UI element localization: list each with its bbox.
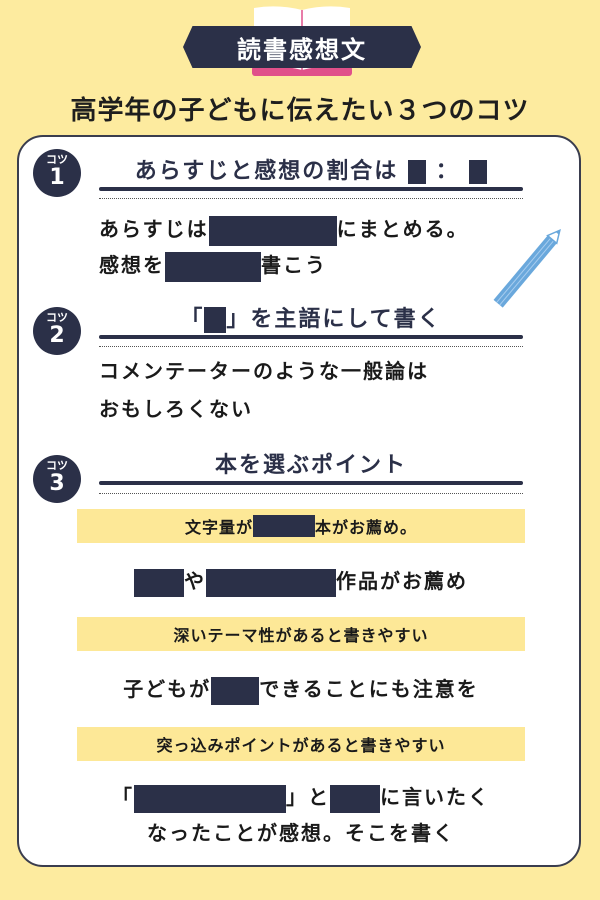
redacted-blank (204, 307, 227, 333)
highlight-bar-2: 深いテーマ性があると書きやすい (77, 617, 525, 651)
text: 「 (112, 785, 134, 809)
tip-3-title: 本を選ぶポイント (214, 453, 407, 478)
tip-number: 2 (49, 323, 65, 348)
highlight-bar-1: 文字量が 本がお薦め。 (77, 509, 525, 543)
point-3-line-2: なったことが感想。そこを書く (147, 821, 455, 845)
text: に言いたく (380, 785, 490, 809)
highlight-bar-3: 突っ込みポイントがあると書きやすい (77, 727, 525, 761)
redacted-blank (165, 251, 261, 282)
text: 感想を (99, 253, 165, 277)
title-badge: 読書感想文 (0, 0, 600, 80)
tip-1-line-2: 感想を 書こう (99, 249, 327, 282)
redacted-blank (134, 568, 184, 597)
text: にまとめる。 (336, 217, 469, 241)
tip-1-title-text: あらすじと感想の割合は (134, 159, 399, 184)
tip-number: 3 (49, 471, 65, 496)
dotted-divider (99, 493, 523, 494)
pencil-icon (493, 228, 561, 308)
dotted-divider (99, 346, 523, 347)
text: あらすじは (99, 217, 209, 241)
dotted-divider (99, 198, 523, 199)
tip-2-line-1: コメンテーターのような一般論は (99, 359, 429, 383)
redacted-blank (407, 160, 426, 184)
text: 子どもが (123, 677, 212, 701)
bracket-open: 「 (180, 307, 205, 332)
page-title: 高学年の子どもに伝えたい３つのコツ (70, 96, 530, 126)
ratio-separator: ： (435, 159, 460, 184)
point-3-line-1: 「 」と に言いたく (19, 781, 583, 813)
redacted-blank (211, 676, 260, 705)
point-1-line: や 作品がお薦め (19, 565, 583, 597)
divider (99, 187, 523, 191)
point-2-line: 子どもが できることにも注意を (19, 673, 583, 705)
badge-title: 読書感想文 (183, 26, 421, 68)
tip-1-badge: コツ 1 (33, 149, 81, 197)
tip-2-badge: コツ 2 (33, 307, 81, 355)
text: できることにも注意を (259, 677, 479, 701)
tip-1-line-1: あらすじは にまとめる。 (99, 213, 469, 246)
redacted-blank (253, 515, 315, 537)
text: 文字量が (184, 518, 253, 537)
tip-2-line-2: おもしろくない (99, 397, 253, 421)
divider (99, 335, 523, 339)
tip-3-badge: コツ 3 (33, 455, 81, 503)
tip-label: コツ (46, 153, 68, 166)
text: 作品がお薦め (336, 569, 468, 593)
redacted-blank (134, 784, 286, 813)
text: や (184, 569, 206, 593)
tip-2-title: 「」を主語にして書く (99, 301, 523, 333)
redacted-blank (330, 784, 380, 813)
divider (99, 481, 523, 485)
tips-card: コツ 1 あらすじと感想の割合は ： あらすじは にまとめる。 感想を 書こう コツ… (17, 135, 581, 867)
tip-label: コツ (46, 459, 68, 472)
tip-1-title: あらすじと感想の割合は ： (99, 153, 523, 185)
redacted-blank (206, 568, 336, 597)
tip-number: 1 (49, 165, 65, 190)
redacted-blank (469, 160, 488, 184)
tip-label: コツ (46, 311, 68, 324)
text: 書こう (261, 253, 327, 277)
tip-2-title-text: 」を主語にして書く (226, 307, 442, 332)
redacted-blank (208, 215, 337, 246)
text: 本がお薦め。 (315, 518, 418, 537)
text: 」と (286, 785, 330, 809)
